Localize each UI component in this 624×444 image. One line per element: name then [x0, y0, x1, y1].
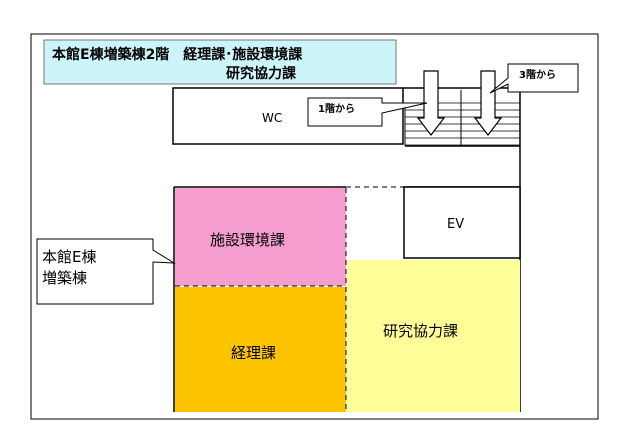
elevator — [403, 186, 521, 259]
callout-3f — [489, 63, 579, 94]
building-line-2: 増築棟 — [42, 269, 87, 287]
callout-1f — [307, 97, 428, 127]
elevator-label: EV — [447, 217, 464, 232]
building-line-1: 本館E棟 — [42, 248, 96, 266]
wc-label: WC — [262, 111, 282, 125]
title-line-2: 研究協力課 — [226, 65, 297, 82]
room-shisetsu-label: 施設環境課 — [210, 231, 285, 249]
room-shisetsu — [175, 188, 346, 286]
room-keiri — [175, 287, 346, 412]
down-arrow-1f-icon — [416, 70, 446, 136]
page-frame — [30, 33, 599, 420]
room-kenkyu — [347, 260, 520, 412]
building-callout — [36, 238, 176, 305]
room-keiri-label: 経理課 — [231, 344, 276, 362]
title-banner — [43, 39, 397, 85]
down-arrow-3f-icon — [473, 70, 503, 136]
callout-3f-text: 3階から — [519, 68, 556, 81]
callout-1f-text: 1階から — [318, 102, 355, 115]
title-line-1: 本館E棟増築棟2階 経理課･施設環境課 — [52, 46, 303, 63]
room-kenkyu-label: 研究協力課 — [383, 322, 458, 340]
